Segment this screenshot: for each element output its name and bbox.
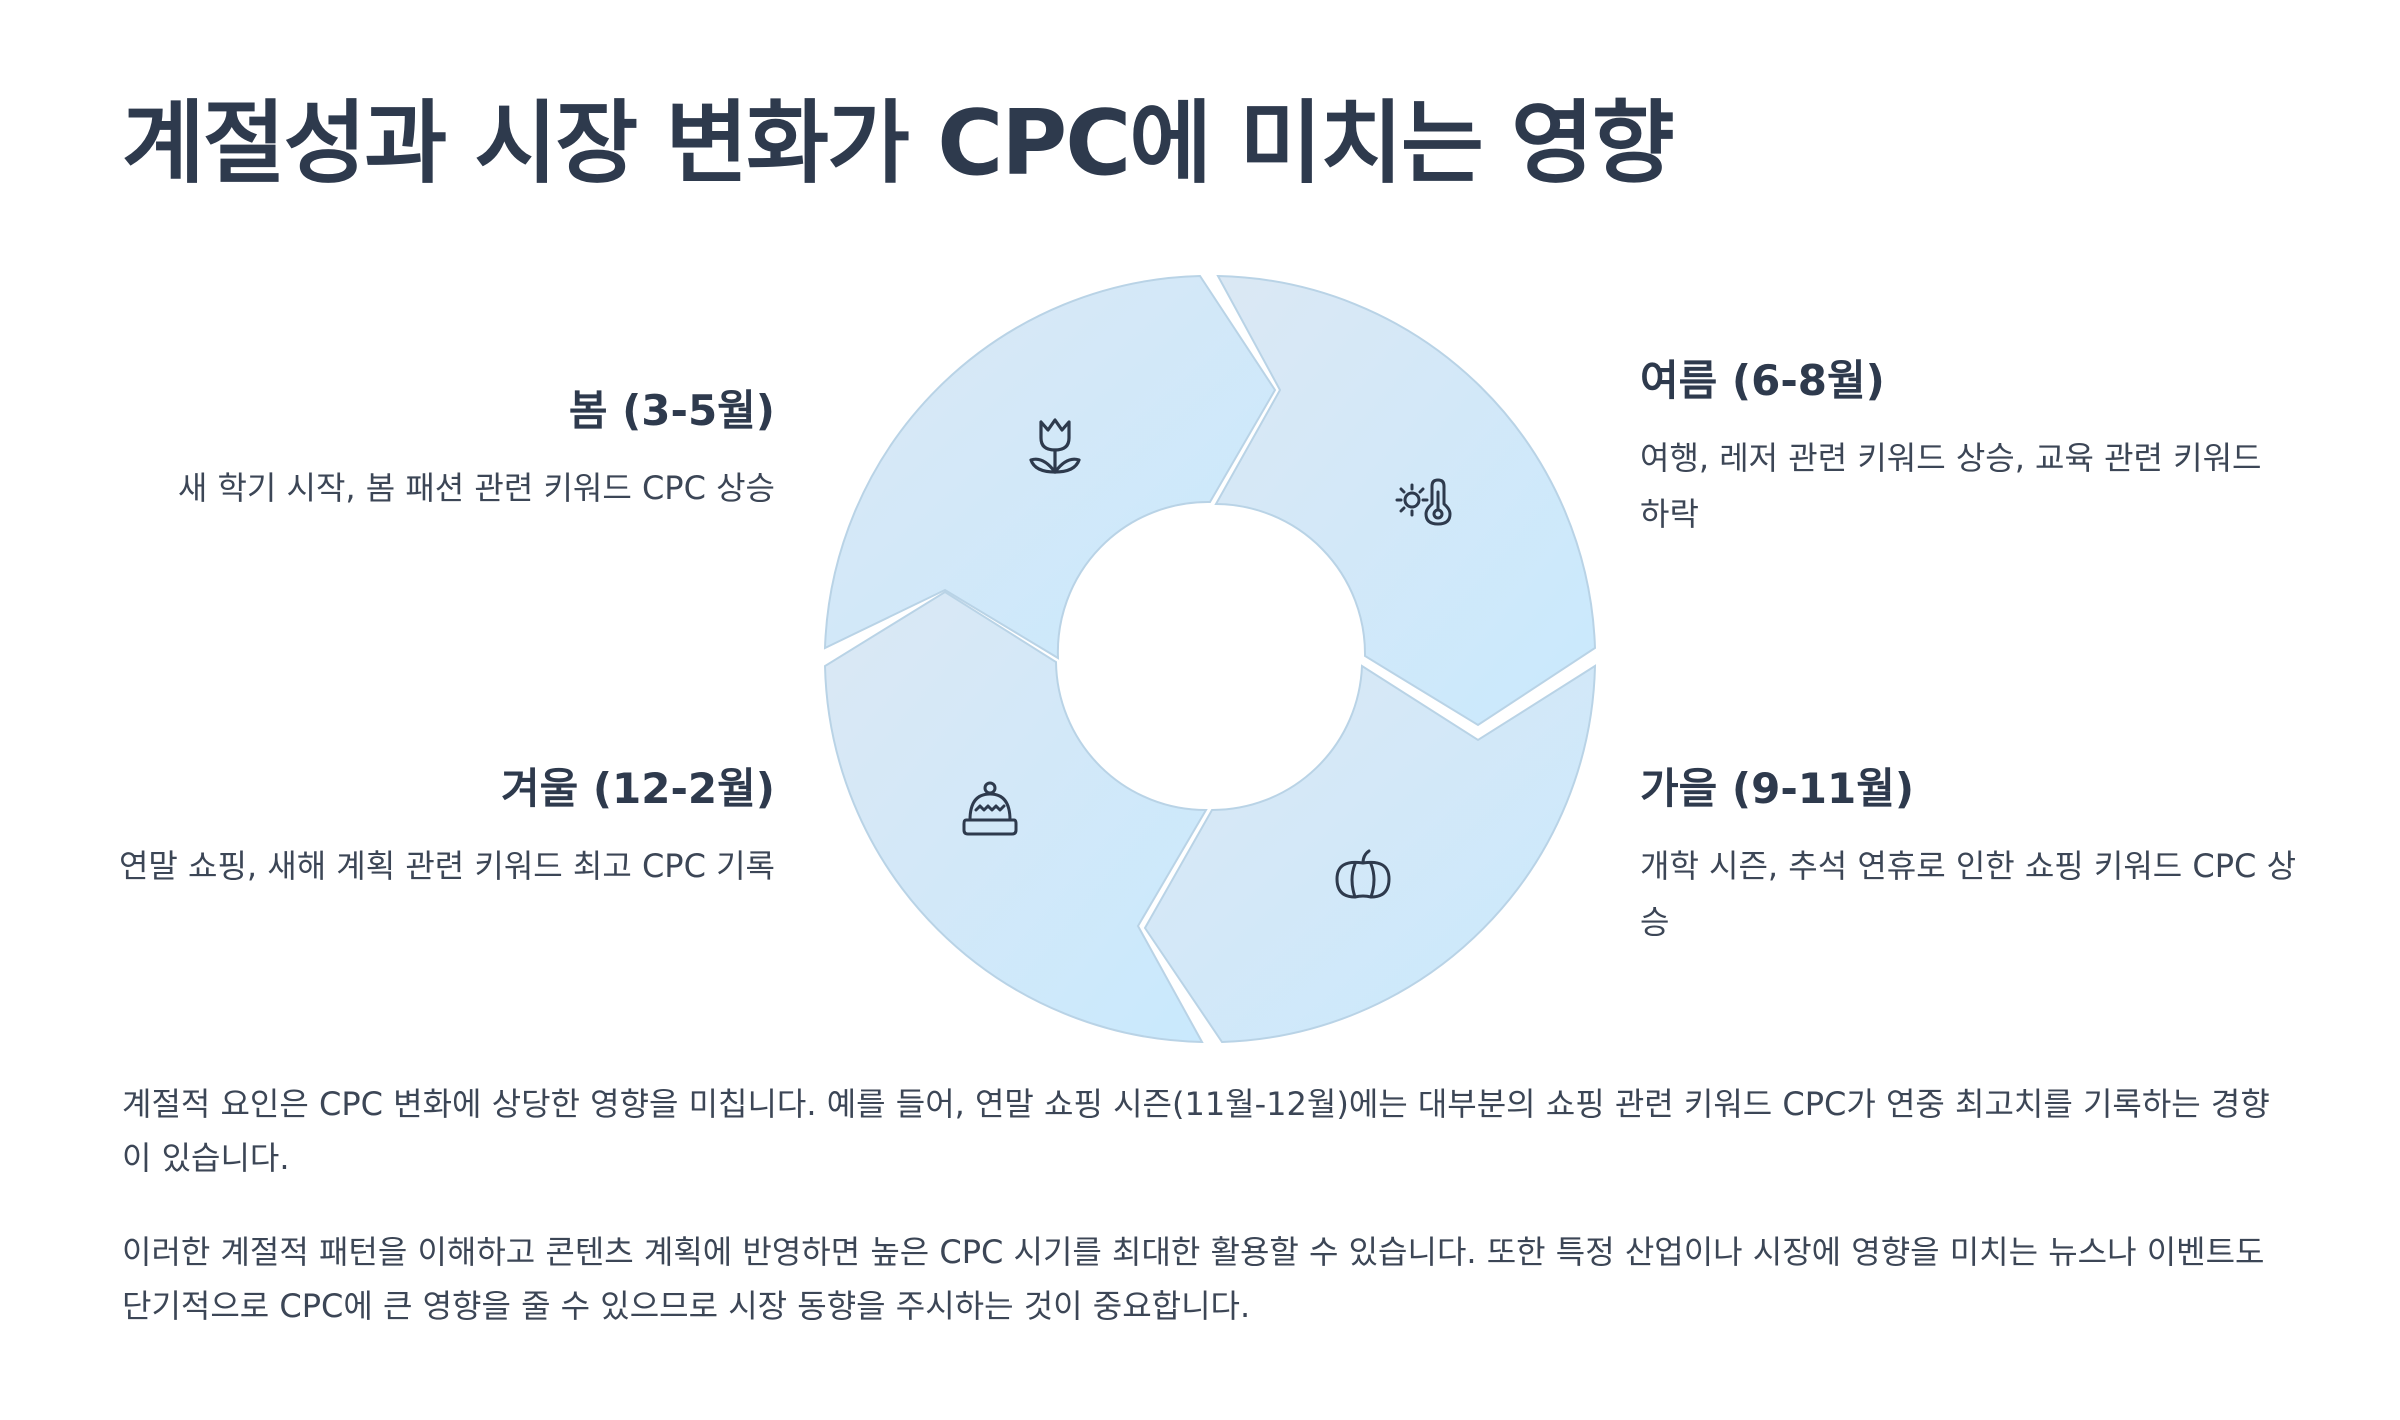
body-paragraph-1-text: 계절적 요인은 CPC 변화에 상당한 영향을 미칩니다. 예를 들어, 연말 …: [122, 1085, 2270, 1177]
season-winter-title: 겨울 (12-2월): [500, 764, 775, 813]
season-autumn-title: 가을 (9-11월): [1640, 764, 1915, 813]
season-winter: 겨울 (12-2월) 연말 쇼핑, 새해 계획 관련 키워드 최고 CPC 기록: [95, 763, 775, 894]
season-autumn-description: 개학 시즌, 추석 연휴로 인한 쇼핑 키워드 CPC 상승: [1640, 846, 2297, 941]
body-paragraph-1: 계절적 요인은 CPC 변화에 상당한 영향을 미칩니다. 예를 들어, 연말 …: [122, 1077, 2292, 1185]
season-spring-description: 새 학기 시작, 봄 패션 관련 키워드 CPC 상승: [177, 468, 775, 507]
season-summer-description: 여행, 레저 관련 키워드 상승, 교육 관련 키워드 하락: [1640, 438, 2262, 533]
cycle-segment-winter: [823, 590, 1208, 1044]
body-paragraph-2-text: 이러한 계절적 패턴을 이해하고 콘텐츠 계획에 반영하면 높은 CPC 시기를…: [122, 1233, 2265, 1325]
body-paragraph-2: 이러한 계절적 패턴을 이해하고 콘텐츠 계획에 반영하면 높은 CPC 시기를…: [122, 1225, 2292, 1333]
cycle-segment-autumn: [1143, 664, 1597, 1044]
season-winter-description: 연말 쇼핑, 새해 계획 관련 키워드 최고 CPC 기록: [118, 846, 775, 885]
season-autumn: 가을 (9-11월) 개학 시즌, 추석 연휴로 인한 쇼핑 키워드 CPC 상…: [1640, 763, 2300, 950]
tulip-icon: [1029, 418, 1081, 474]
season-cycle-diagram: [823, 274, 1597, 1044]
winter-hat-icon: [962, 781, 1018, 836]
pumpkin-icon: [1335, 849, 1391, 899]
season-spring: 봄 (3-5월) 새 학기 시작, 봄 패션 관련 키워드 CPC 상승: [95, 385, 775, 516]
page-title: 계절성과 시장 변화가 CPC에 미치는 영향: [122, 91, 1675, 196]
sun-thermometer-icon: [1395, 478, 1452, 526]
season-summer-title: 여름 (6-8월): [1640, 356, 1885, 405]
season-spring-title: 봄 (3-5월): [568, 386, 775, 435]
season-summer: 여름 (6-8월) 여행, 레저 관련 키워드 상승, 교육 관련 키워드 하락: [1640, 355, 2300, 542]
